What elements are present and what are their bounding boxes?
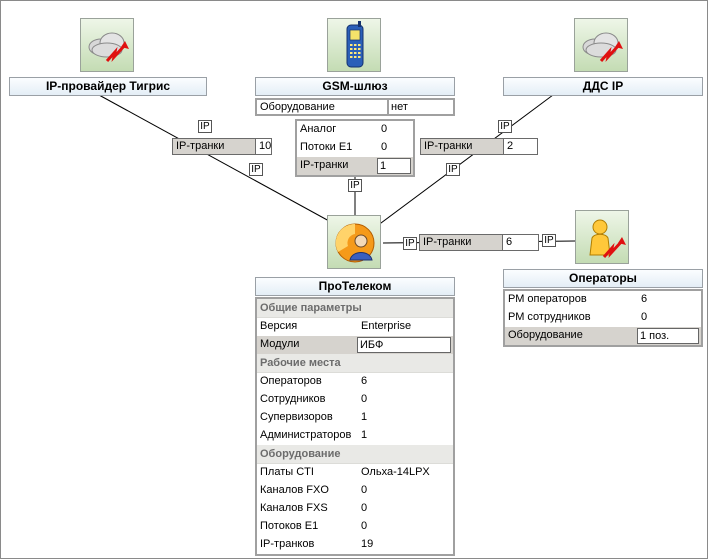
protelecom-logo-icon xyxy=(335,223,375,263)
gsm-equipment-row[interactable]: Оборудование нет xyxy=(255,98,455,116)
property-label: Каналов FXS xyxy=(260,502,328,514)
protelecom-title[interactable]: ПроТелеком xyxy=(255,277,455,296)
property-row[interactable]: Потоков E1 0 xyxy=(257,518,453,536)
property-label: Версия xyxy=(260,320,298,332)
property-value: Ольха-14LPX xyxy=(361,466,430,478)
property-row[interactable]: Платы CTI Ольха-14LPX xyxy=(257,464,453,482)
property-label: Супервизоров xyxy=(260,411,333,423)
property-row[interactable]: Супервизоров 1 xyxy=(257,409,453,427)
ip-port-label[interactable]: IP xyxy=(403,237,417,250)
protelecom-properties: Общие параметры Версия Enterprise Модули… xyxy=(255,297,455,556)
property-value: нет xyxy=(391,101,408,113)
property-row[interactable]: Администраторов 1 xyxy=(257,427,453,445)
property-row[interactable]: Каналов FXO 0 xyxy=(257,482,453,500)
property-label: Модули xyxy=(260,338,300,350)
property-value[interactable]: ИБФ xyxy=(357,337,451,353)
property-label: Администраторов xyxy=(260,429,352,441)
property-label: Потоков E1 xyxy=(260,520,319,532)
dds-trunks[interactable]: IP-транки 2 xyxy=(420,138,538,155)
property-value: 6 xyxy=(361,375,368,387)
property-value: 0 xyxy=(381,141,388,153)
cloud-lightning-icon xyxy=(582,32,623,62)
property-label: IP-транки xyxy=(300,159,349,171)
property-label: РМ сотрудников xyxy=(508,311,591,323)
property-row[interactable]: Версия Enterprise xyxy=(257,318,453,336)
ip-port-label[interactable]: IP xyxy=(249,163,263,176)
tigris-title[interactable]: IP-провайдер Тигрис xyxy=(9,77,207,96)
property-value: 6 xyxy=(641,293,648,305)
gsm-properties: Аналог 0 Потоки E1 0 IP-транки 1 xyxy=(295,119,415,177)
section-header[interactable]: Общие параметры xyxy=(257,299,453,318)
dds-icon[interactable] xyxy=(574,18,628,72)
cloud-lightning-icon xyxy=(88,32,129,62)
property-value: 1 xyxy=(361,429,368,441)
trunk-label: IP-транки xyxy=(424,140,473,152)
gsm-title[interactable]: GSM-шлюз xyxy=(255,77,455,96)
link-tigris xyxy=(98,94,352,234)
property-label: Потоки E1 xyxy=(300,141,353,153)
section-header[interactable]: Оборудование xyxy=(257,445,453,464)
property-value: 1 xyxy=(361,411,368,423)
trunk-value[interactable]: 10 xyxy=(255,139,271,154)
dds-title[interactable]: ДДС IP xyxy=(503,77,703,96)
property-row[interactable]: РМ операторов 6 xyxy=(505,291,701,309)
operators-title[interactable]: Операторы xyxy=(503,269,703,288)
ip-port-label[interactable]: IP xyxy=(542,234,556,247)
property-label: Каналов FXO xyxy=(260,484,329,496)
ip-port-label[interactable]: IP xyxy=(446,163,460,176)
property-label: РМ операторов xyxy=(508,293,587,305)
property-value: 0 xyxy=(361,484,368,496)
ip-port-label[interactable]: IP xyxy=(348,179,362,192)
property-row[interactable]: Потоки E1 0 xyxy=(297,139,413,157)
property-value: 0 xyxy=(361,520,368,532)
property-label: Сотрудников xyxy=(260,393,326,405)
property-value: 0 xyxy=(641,311,648,323)
property-row[interactable]: Операторов 6 xyxy=(257,373,453,391)
property-value[interactable]: 1 xyxy=(377,158,411,174)
operators-icon[interactable] xyxy=(575,210,629,264)
link-dds xyxy=(372,94,554,230)
property-row[interactable]: Сотрудников 0 xyxy=(257,391,453,409)
operators-trunks[interactable]: IP-транки 6 xyxy=(419,234,539,251)
trunk-label: IP-транки xyxy=(423,236,472,248)
mobile-phone-icon xyxy=(346,21,364,68)
property-label: Оборудование xyxy=(508,329,583,341)
section-header[interactable]: Рабочие места xyxy=(257,354,453,373)
property-row[interactable]: РМ сотрудников 0 xyxy=(505,309,701,327)
trunk-value[interactable]: 2 xyxy=(503,139,537,154)
property-label: Платы CTI xyxy=(260,466,314,478)
gsm-icon[interactable] xyxy=(327,18,381,72)
property-row-selected[interactable]: Оборудование 1 поз. xyxy=(505,327,701,345)
tigris-icon[interactable] xyxy=(80,18,134,72)
operators-properties: РМ операторов 6 РМ сотрудников 0 Оборудо… xyxy=(503,289,703,347)
property-row-selected[interactable]: Модули ИБФ xyxy=(257,336,453,354)
property-value: 19 xyxy=(361,538,374,550)
property-label: Оборудование xyxy=(260,101,335,113)
property-label: Аналог xyxy=(300,123,337,135)
trunk-value[interactable]: 6 xyxy=(502,235,538,250)
operator-lightning-icon xyxy=(589,219,626,258)
ip-port-label[interactable]: IP xyxy=(498,120,512,133)
property-label: IP-транков xyxy=(260,538,315,550)
ip-port-label[interactable]: IP xyxy=(198,120,212,133)
property-row[interactable]: Каналов FXS 0 xyxy=(257,500,453,518)
property-value: 0 xyxy=(381,123,388,135)
property-row[interactable]: Аналог 0 xyxy=(297,121,413,139)
tigris-trunks[interactable]: IP-транки 10 xyxy=(172,138,272,155)
property-row[interactable]: IP-транков 19 xyxy=(257,536,453,554)
property-value: Enterprise xyxy=(361,320,412,332)
property-value: 0 xyxy=(361,502,368,514)
property-value[interactable]: 1 поз. xyxy=(637,328,699,344)
property-row-selected[interactable]: IP-транки 1 xyxy=(297,157,413,175)
property-value: 0 xyxy=(361,393,368,405)
protelecom-icon[interactable] xyxy=(327,215,381,269)
trunk-label: IP-транки xyxy=(176,140,225,152)
property-label: Операторов xyxy=(260,375,322,387)
